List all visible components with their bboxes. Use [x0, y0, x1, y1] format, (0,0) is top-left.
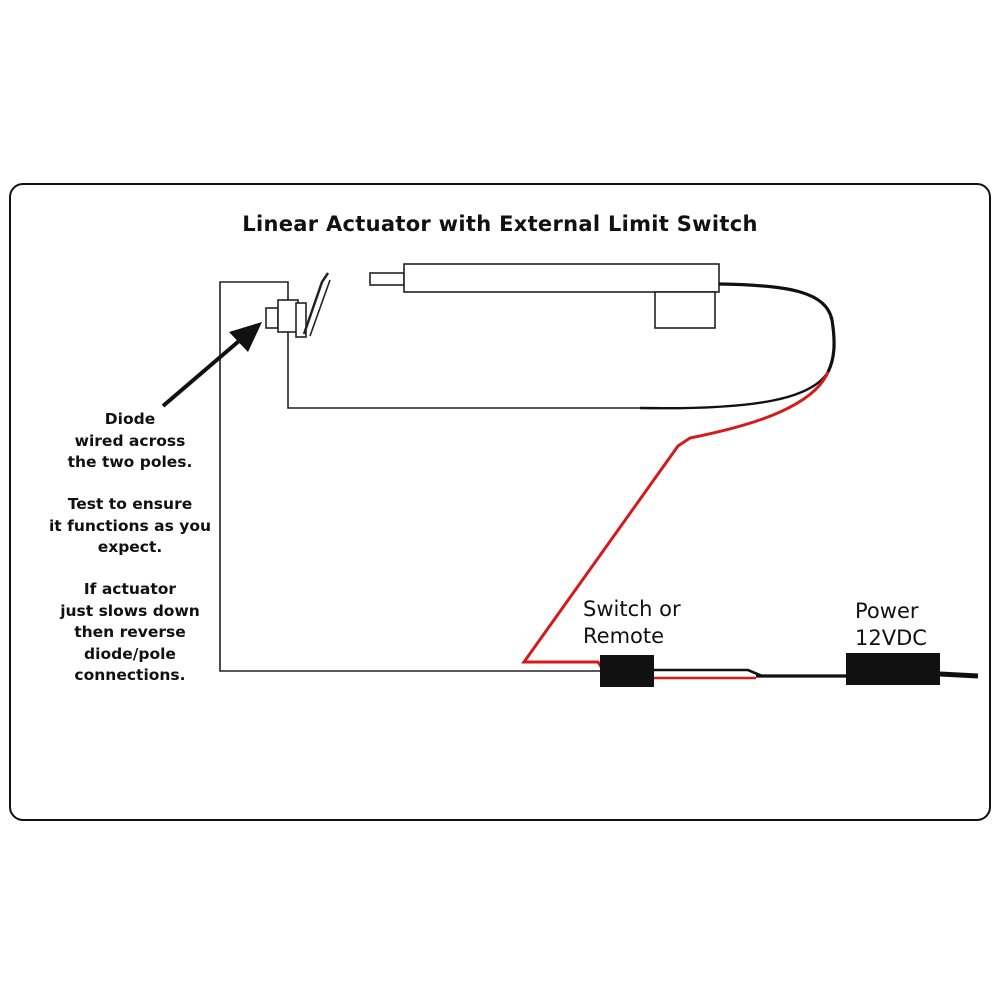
- diode-note: Diode wired across the two poles.: [20, 409, 240, 474]
- note-line: the two poles.: [67, 453, 193, 471]
- black-wire: [639, 371, 830, 410]
- red-wire: [521, 371, 830, 672]
- note-line: Diode: [104, 410, 156, 428]
- switch-box: [600, 655, 654, 687]
- switch-label-line: Remote: [583, 624, 665, 648]
- arrow-icon: [161, 322, 262, 408]
- power-label: Power 12VDC: [855, 598, 927, 652]
- return-wire: [219, 281, 600, 672]
- limit-switch: [265, 272, 331, 338]
- linear-actuator: [369, 263, 720, 329]
- note-line: just slows down: [60, 601, 200, 620]
- reverse-note: If actuator just slows down then reverse…: [20, 579, 240, 687]
- note-line: connections.: [74, 666, 186, 684]
- power-box: [846, 653, 940, 685]
- switch-label: Switch or Remote: [583, 596, 681, 650]
- note-line: wired across: [74, 431, 186, 450]
- note-line: Test to ensure: [67, 495, 193, 513]
- actuator-cable: [718, 282, 836, 373]
- note-line: it functions as you: [48, 516, 212, 535]
- diagram-title: Linear Actuator with External Limit Swit…: [242, 212, 758, 236]
- switch-black-wire: [654, 668, 763, 678]
- power-label-line: 12VDC: [855, 626, 927, 650]
- note-line: diode/pole: [84, 644, 176, 663]
- limit-switch-wire: [287, 332, 640, 409]
- switch-label-line: Switch or: [583, 597, 681, 621]
- test-note: Test to ensure it functions as you expec…: [20, 494, 240, 559]
- power-label-line: Power: [855, 599, 919, 623]
- note-line: expect.: [97, 538, 163, 556]
- note-line: If actuator: [83, 580, 177, 598]
- power-lead: [939, 671, 979, 679]
- note-line: then reverse: [74, 623, 186, 641]
